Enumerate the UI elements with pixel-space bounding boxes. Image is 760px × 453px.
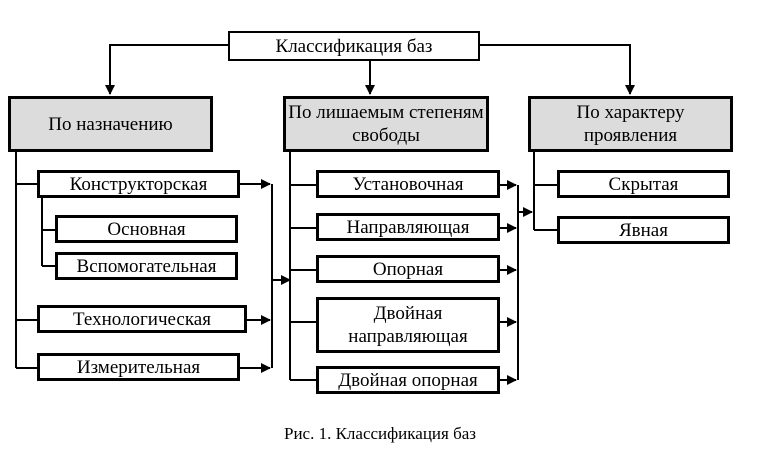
item-auxiliary: Вспомогательная [55, 252, 238, 280]
header-by-manifestation: По характеру проявления [528, 96, 733, 152]
item-measuring: Измерительная [37, 353, 240, 381]
root-node: Классификация баз [228, 31, 480, 61]
item-technological: Технологическая [37, 305, 247, 333]
header-by-purpose: По назначению [8, 96, 213, 152]
item-double-support: Двойная опорная [316, 366, 500, 394]
item-hidden: Скрытая [557, 170, 730, 198]
figure-caption: Рис. 1. Классификация баз [284, 424, 476, 443]
item-explicit: Явная [557, 216, 730, 244]
item-main: Основная [55, 215, 238, 243]
item-guiding: Направляющая [316, 213, 500, 241]
item-constructive: Конструкторская [37, 170, 240, 198]
header-by-degrees-of-freedom: По лишаемым степеням свободы [283, 96, 489, 152]
item-installation: Установочная [316, 170, 500, 198]
page-number: 23 [712, 0, 726, 4]
item-double-guiding: Двойная направляющая [316, 297, 500, 353]
item-support: Опорная [316, 255, 500, 283]
